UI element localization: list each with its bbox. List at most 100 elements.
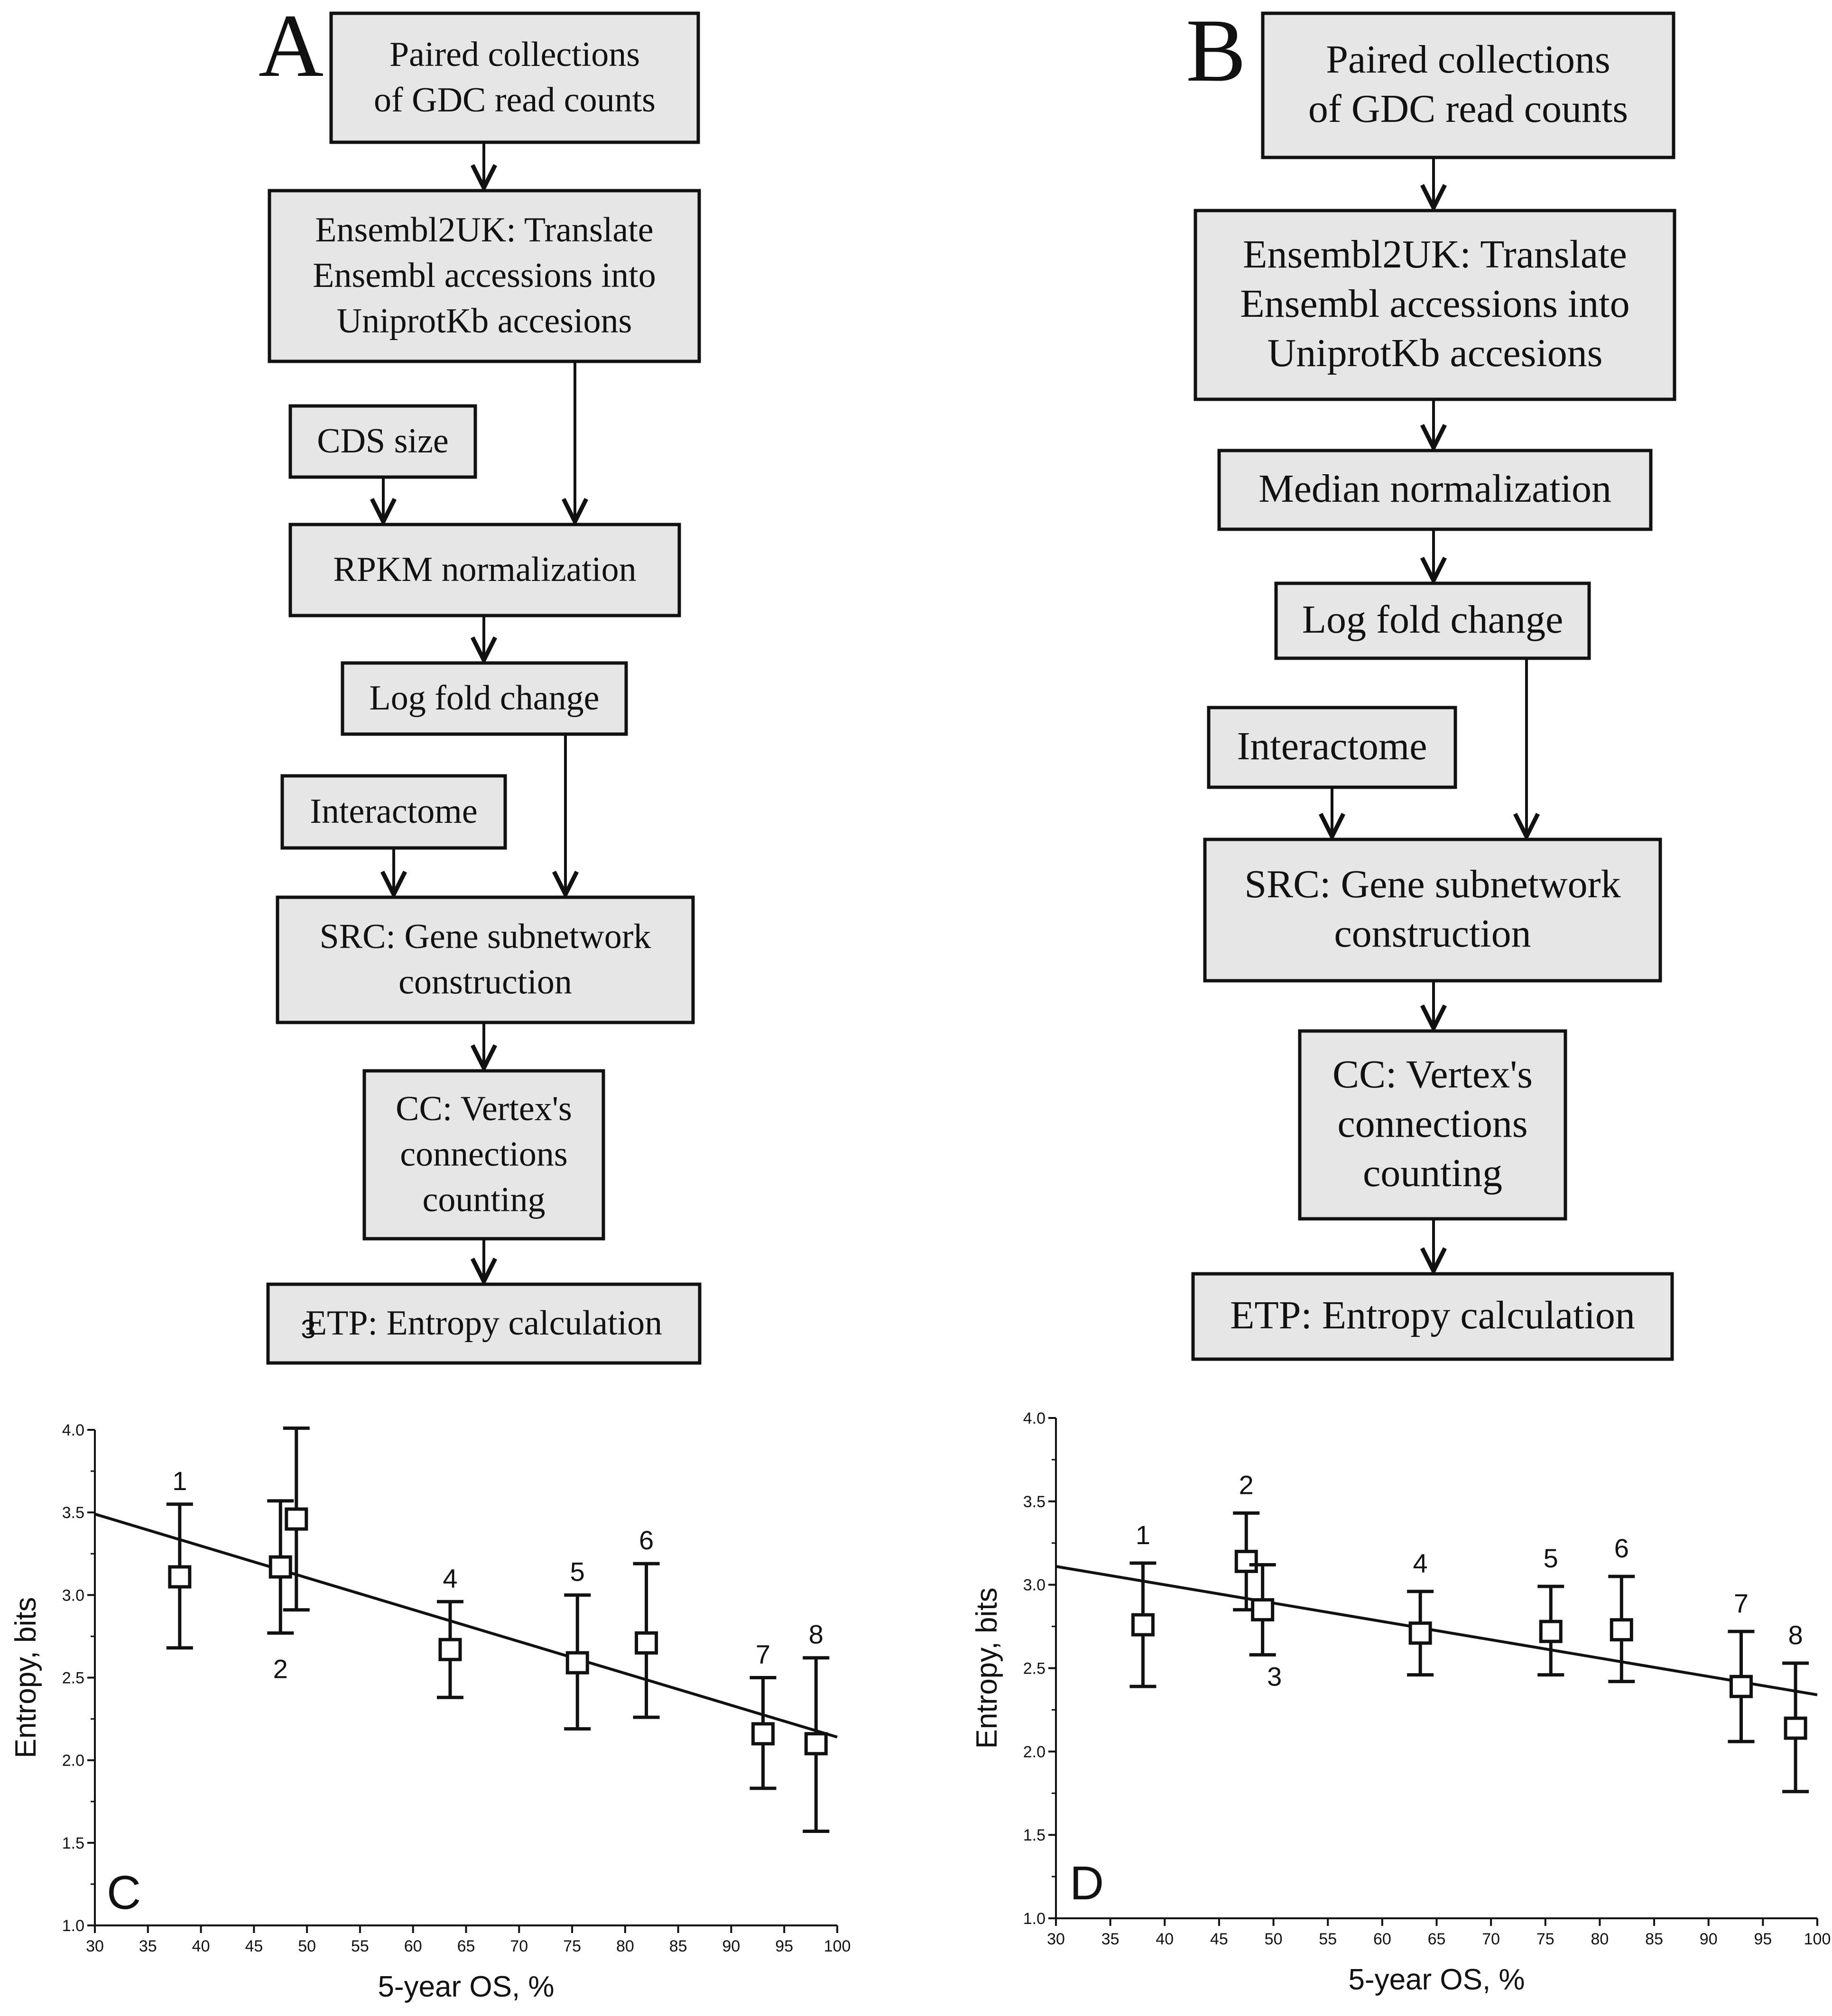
chart-c-point-1: 1 bbox=[166, 1466, 193, 1650]
chart-d-marker bbox=[1784, 1716, 1807, 1740]
panel-b-node-box bbox=[1207, 706, 1457, 789]
chart-c-point-4: 4 bbox=[436, 1563, 463, 1699]
panel-a-node-box bbox=[276, 895, 695, 1024]
chart-c-point-label: 4 bbox=[443, 1563, 457, 1593]
panel-b-node-box bbox=[1217, 449, 1653, 531]
chart-c-panel-letter: C bbox=[107, 1866, 141, 1919]
chart-d-point-label: 5 bbox=[1544, 1543, 1558, 1573]
chart-d-panel-letter: D bbox=[1070, 1857, 1104, 1910]
chart-c-marker bbox=[804, 1732, 828, 1756]
chart-d-x-tick-label: 55 bbox=[1319, 1930, 1337, 1948]
panel-a-node-box bbox=[266, 1282, 702, 1365]
panel-a-node-box bbox=[341, 661, 628, 736]
chart-c-point-6: 6 bbox=[633, 1525, 660, 1719]
chart-d-point-3: 3 bbox=[1249, 1563, 1282, 1691]
chart-c-point-5: 5 bbox=[564, 1556, 591, 1731]
panel-b-node-label: Ensembl2UK: Translate bbox=[1243, 232, 1627, 276]
chart-c-point-label: 5 bbox=[570, 1556, 585, 1586]
panel-b-node-label: of GDC read counts bbox=[1308, 87, 1628, 131]
panel-b-node-label: Paired collections bbox=[1326, 37, 1610, 82]
panel-a-node-label: ETP: Entropy calculation bbox=[305, 1304, 662, 1343]
panel-a-node-src: SRC: Gene subnetwork construction bbox=[276, 895, 695, 1024]
chart-d-fit-line bbox=[1055, 1565, 1818, 1696]
chart-c-x-tick-label: 40 bbox=[192, 1937, 210, 1955]
panel-a-flowchart: A Paired collections of GDC read countsEns… bbox=[259, 0, 702, 1365]
chart-c-y-tick-label: 1.0 bbox=[62, 1917, 84, 1935]
panel-a-node-label: RPKM normalization bbox=[333, 550, 636, 589]
panel-a-node-label: CDS size bbox=[317, 422, 449, 460]
chart-c-point-label: 6 bbox=[639, 1525, 654, 1555]
chart-d-marker bbox=[1408, 1621, 1432, 1645]
panel-a-node-label: Paired collections bbox=[389, 35, 640, 74]
chart-c-x-axis-label: 5-year OS, % bbox=[378, 1970, 554, 2003]
chart-d-point-7: 7 bbox=[1728, 1588, 1755, 1743]
chart-d-marker bbox=[1234, 1549, 1258, 1573]
chart-d-y-tick-label: 2.0 bbox=[1023, 1743, 1046, 1761]
panel-a-node-label: CC: Vertex's bbox=[396, 1089, 572, 1128]
chart-c-y-tick-label: 2.0 bbox=[62, 1752, 84, 1770]
panel-a-node-box bbox=[268, 189, 701, 363]
chart-c-point-8: 8 bbox=[803, 1620, 830, 1833]
panel-a-node-label: Interactome bbox=[310, 792, 477, 831]
chart-c-y-tick-label: 3.0 bbox=[62, 1586, 84, 1604]
panel-a-node-lfc: Log fold change bbox=[341, 661, 628, 736]
chart-c-marker bbox=[438, 1638, 462, 1661]
panel-b-node-box bbox=[1261, 11, 1675, 159]
chart-c-marker bbox=[565, 1651, 589, 1675]
panel-a-node-box bbox=[288, 404, 477, 479]
chart-d-x-tick-label: 85 bbox=[1645, 1930, 1663, 1948]
panel-b-node-label: Log fold change bbox=[1302, 598, 1563, 642]
chart-c-marker bbox=[285, 1507, 308, 1531]
chart-c-x-tick-label: 85 bbox=[669, 1937, 687, 1955]
chart-c-point-3: 3 bbox=[283, 1314, 315, 1612]
panel-b-node-etp: ETP: Entropy calculation bbox=[1191, 1272, 1674, 1361]
chart-d-point-8: 8 bbox=[1782, 1620, 1809, 1794]
chart-d-x-tick-label: 65 bbox=[1428, 1930, 1446, 1948]
panel-b-node-lfc: Log fold change bbox=[1274, 581, 1591, 660]
panel-b-node-interactome: Interactome bbox=[1207, 706, 1457, 789]
chart-d-x-tick-label: 45 bbox=[1210, 1930, 1228, 1948]
chart-d-y-tick-label: 1.0 bbox=[1023, 1910, 1046, 1928]
chart-c-y-axis-label: Entropy, bits bbox=[9, 1597, 42, 1758]
chart-c-x-tick-label: 65 bbox=[457, 1937, 475, 1955]
chart-d-x-tick-label: 90 bbox=[1700, 1930, 1718, 1948]
chart-c-x-tick-label: 100 bbox=[824, 1937, 851, 1955]
chart-c-marker bbox=[268, 1555, 292, 1579]
chart-c-point-label: 8 bbox=[809, 1620, 823, 1649]
panel-a-node-label: of GDC read counts bbox=[374, 81, 656, 120]
panel-b-node-label: SRC: Gene subnetwork bbox=[1244, 862, 1620, 906]
chart-c-point-7: 7 bbox=[749, 1639, 777, 1790]
chart-c-point-label: 1 bbox=[172, 1466, 187, 1496]
panel-b-node-label: ETP: Entropy calculation bbox=[1230, 1293, 1635, 1337]
chart-c-y-tick-label: 1.5 bbox=[62, 1834, 84, 1852]
chart-c-x-tick-label: 55 bbox=[351, 1937, 369, 1955]
chart-d-point-label: 1 bbox=[1136, 1520, 1150, 1550]
panel-b-node-label: UniprotKb accesions bbox=[1268, 331, 1603, 375]
panel-a-node-rpkm: RPKM normalization bbox=[288, 523, 681, 617]
chart-c-y-tick-label: 4.0 bbox=[62, 1421, 84, 1439]
chart-c-fit-line bbox=[94, 1512, 838, 1739]
chart-c-x-tick-label: 45 bbox=[245, 1937, 263, 1955]
panel-a-node-label: SRC: Gene subnetwork bbox=[320, 917, 651, 956]
panel-a-node-box bbox=[280, 774, 507, 850]
chart-d-x-tick-label: 60 bbox=[1373, 1930, 1391, 1948]
chart-c-y-tick-label: 3.5 bbox=[62, 1504, 84, 1522]
chart-d-point-5: 5 bbox=[1537, 1543, 1564, 1677]
panel-b-node-box bbox=[1191, 1272, 1674, 1361]
panel-a-node-label: counting bbox=[423, 1180, 546, 1219]
chart-c-point-label: 7 bbox=[756, 1639, 770, 1669]
chart-c-x-tick-label: 75 bbox=[563, 1937, 581, 1955]
chart-d-marker bbox=[1251, 1598, 1275, 1621]
panel-a-node-label: construction bbox=[398, 963, 572, 1002]
chart-d-x-tick-label: 95 bbox=[1754, 1930, 1772, 1948]
chart-d-y-tick-label: 1.5 bbox=[1023, 1826, 1046, 1844]
panel-a-node-label: Log fold change bbox=[370, 679, 600, 718]
panel-a-panel-letter: A bbox=[259, 0, 324, 96]
chart-d-marker bbox=[1539, 1620, 1563, 1643]
chart-c-point-label: 3 bbox=[301, 1314, 315, 1344]
